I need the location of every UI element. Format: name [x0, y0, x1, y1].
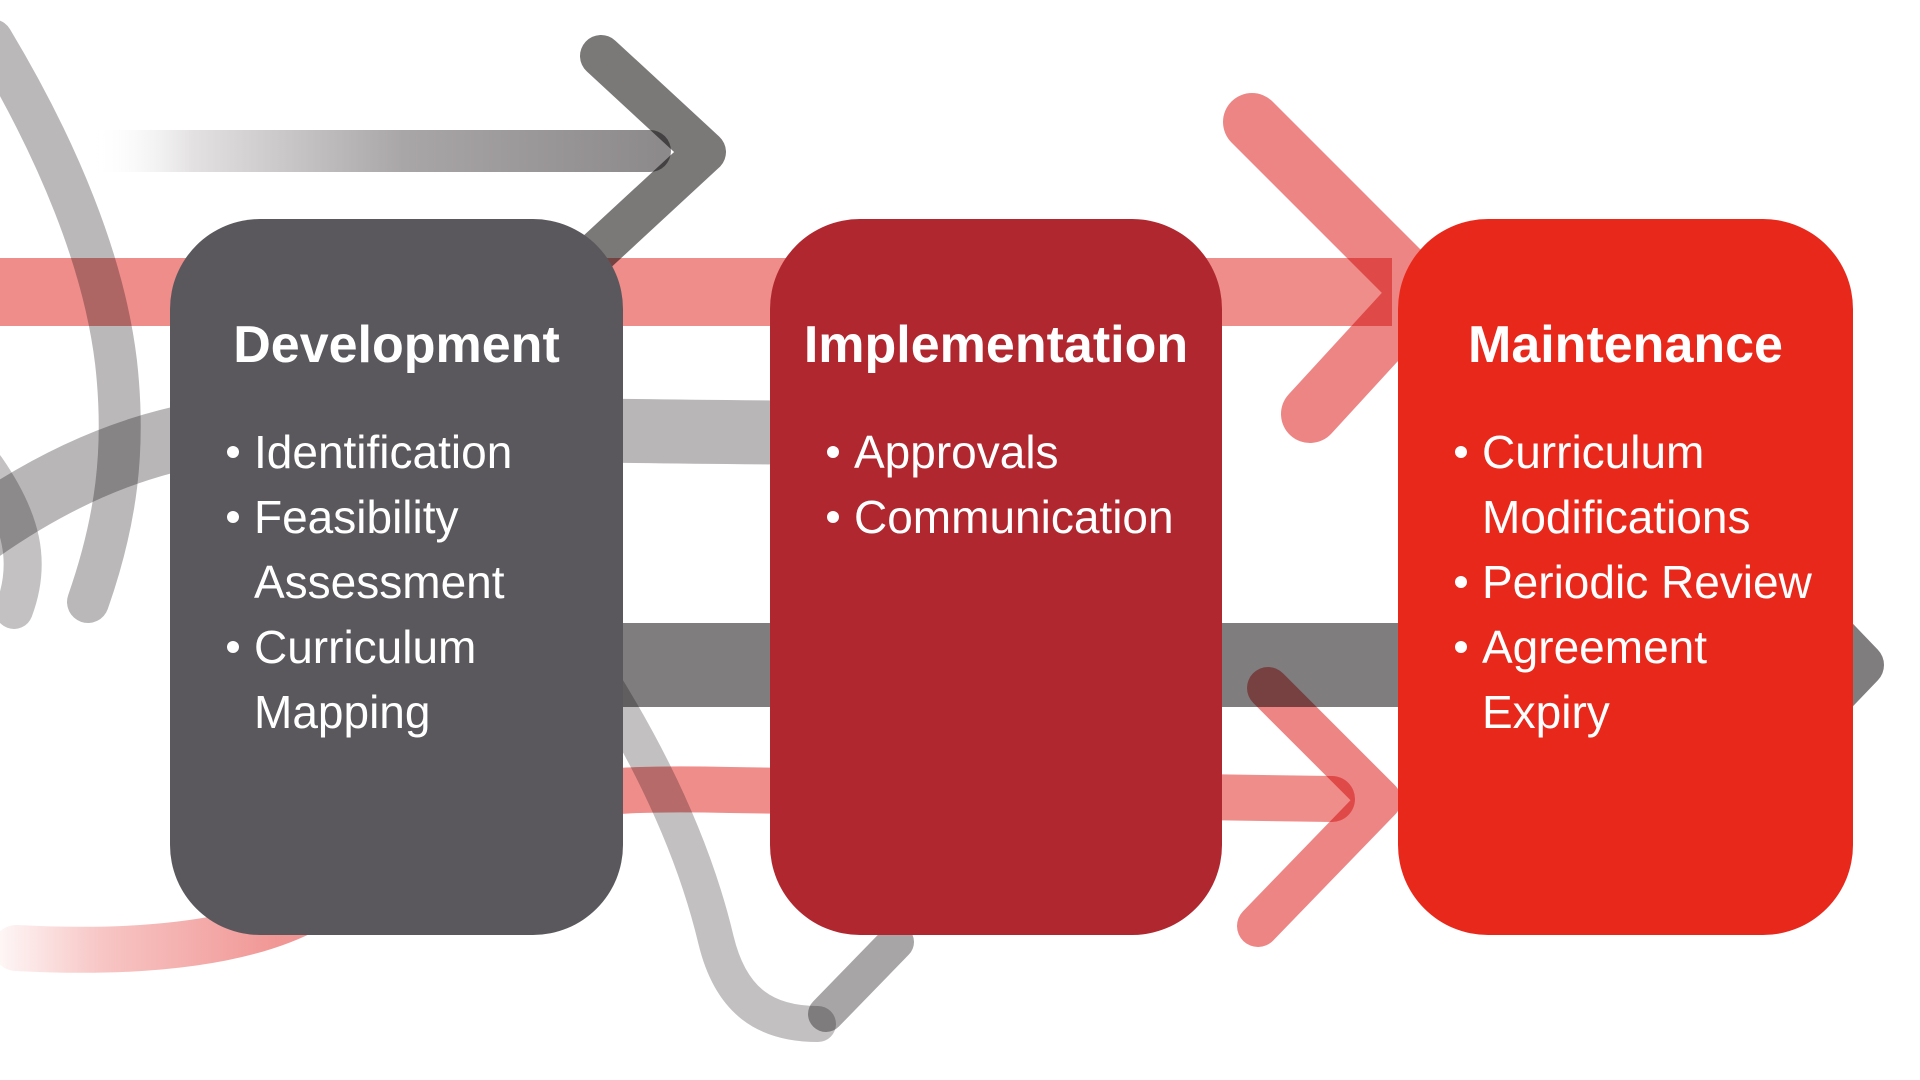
list-item-text: Agreement: [1482, 620, 1708, 673]
list-item: Curriculum: [1398, 419, 1853, 484]
list-item-text: Mapping: [254, 685, 431, 738]
list-item-text: Approvals: [854, 425, 1059, 478]
list-item: Agreement: [1398, 614, 1853, 679]
list-item-continuation: Mapping: [170, 679, 623, 744]
list-item-continuation: Modifications: [1398, 484, 1853, 549]
bullet-dot: [227, 445, 239, 458]
bullet-dot: [1455, 445, 1467, 458]
stage-box-maintenance: Maintenance Curriculum Modifications Per…: [1398, 219, 1853, 935]
gray-ribbon-left-icon: [0, 20, 141, 623]
list-item-text: Periodic Review: [1482, 555, 1812, 608]
list-item: Feasibility: [170, 484, 623, 549]
list-item-text: Curriculum: [254, 620, 477, 673]
stage-item-list: Identification Feasibility Assessment Cu…: [170, 419, 623, 744]
list-item-text: Curriculum: [1482, 425, 1705, 478]
list-item: Identification: [170, 419, 623, 484]
bullet-dot: [827, 445, 839, 458]
stage-box-implementation: Implementation Approvals Communication: [770, 219, 1222, 935]
bullet-dot: [227, 510, 239, 523]
list-item-continuation: Expiry: [1398, 679, 1853, 744]
stage-title: Implementation: [803, 316, 1189, 374]
pink-arrow-lower-head-icon: [1237, 667, 1401, 947]
list-item: Communication: [770, 484, 1222, 549]
list-item: Curriculum: [170, 614, 623, 679]
list-item-text: Assessment: [254, 555, 505, 608]
stage-title: Maintenance: [1468, 316, 1783, 374]
stage-item-list: Curriculum Modifications Periodic Review…: [1398, 419, 1853, 744]
list-item-text: Modifications: [1482, 490, 1751, 543]
list-item: Periodic Review: [1398, 549, 1853, 614]
bullet-dot: [1455, 575, 1467, 588]
list-item-continuation: Assessment: [170, 549, 623, 614]
list-item-text: Feasibility: [254, 490, 459, 543]
stage-item-list: Approvals Communication: [770, 419, 1222, 549]
list-item: Approvals: [770, 419, 1222, 484]
list-item-text: Communication: [854, 490, 1174, 543]
gray-swoosh-bottom-icon: [580, 656, 836, 1042]
stage-box-development: Development Identification Feasibility A…: [170, 219, 623, 935]
bullet-dot: [827, 510, 839, 523]
list-item-text: Expiry: [1482, 685, 1610, 738]
gray-outline-arrow-top-head-icon: [539, 35, 726, 307]
list-item-text: Identification: [254, 425, 513, 478]
gray-upkick-stroke-icon: [808, 924, 914, 1032]
stage-title: Development: [233, 316, 560, 374]
bullet-dot: [1455, 640, 1467, 653]
bullet-dot: [227, 640, 239, 653]
